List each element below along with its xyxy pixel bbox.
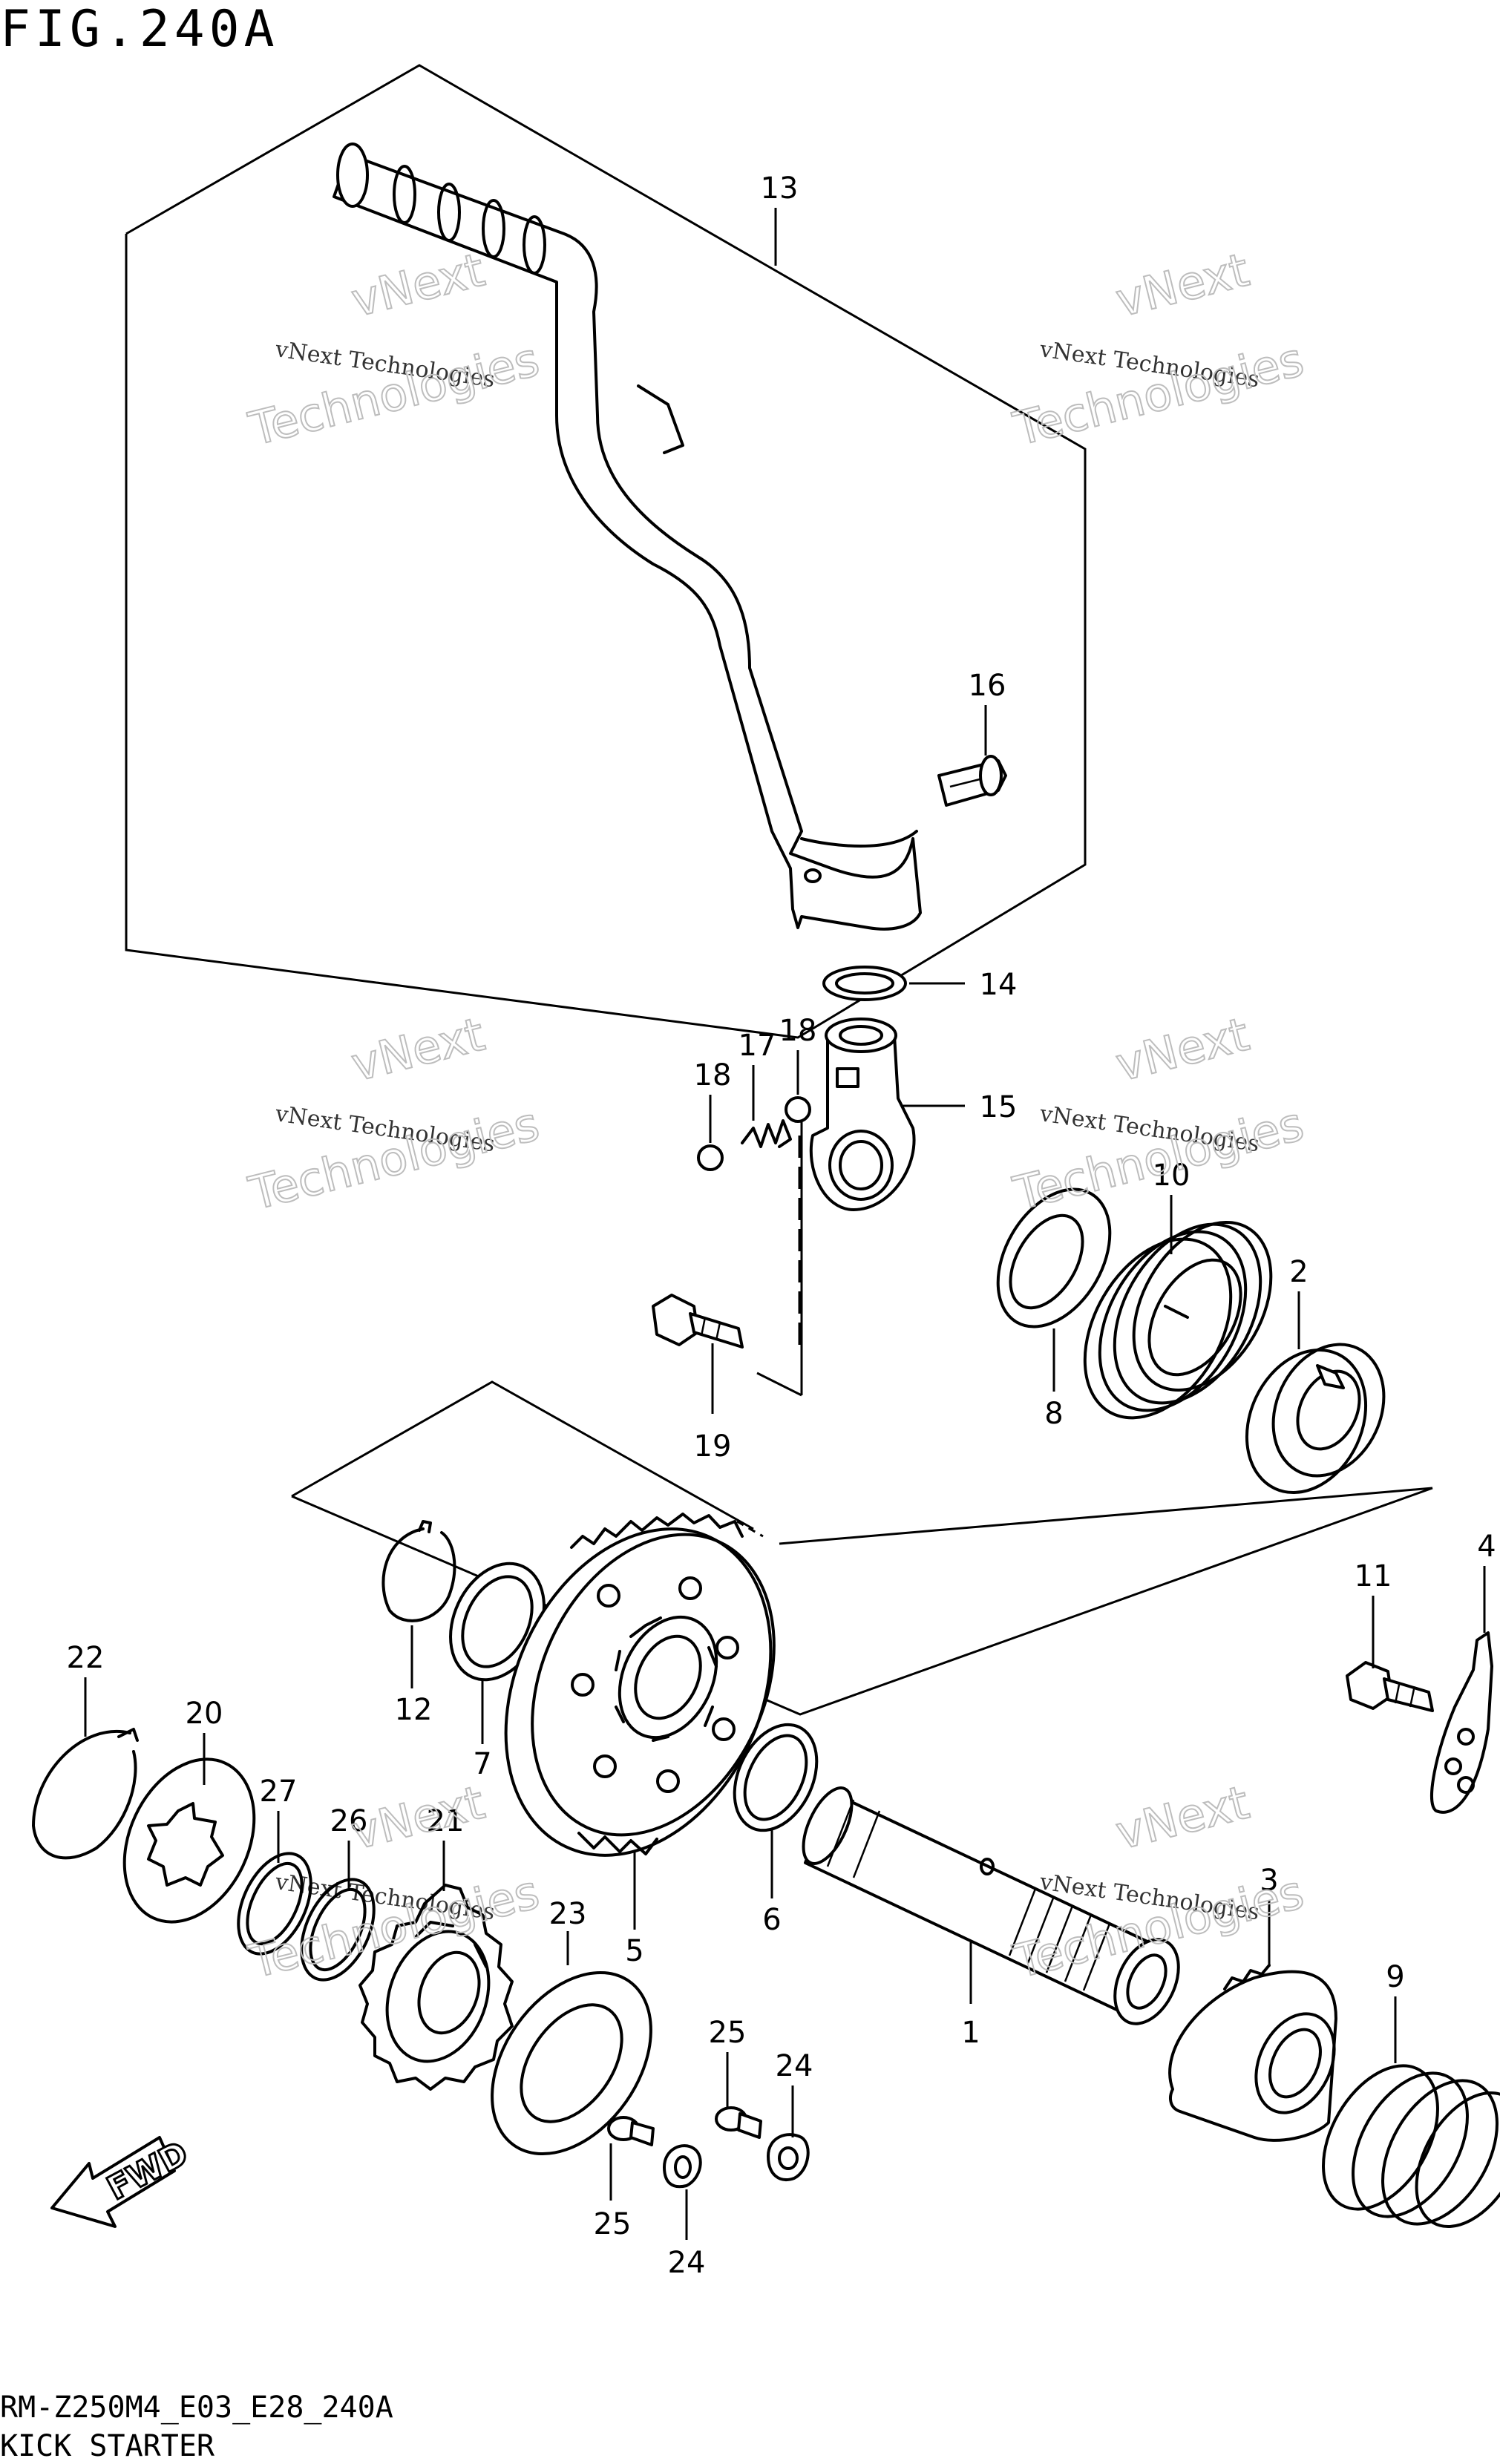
watermark-1: vNext Technologies vNext Technologies [243, 242, 545, 457]
stopper-plate-4 [1430, 1631, 1493, 1814]
callout-labels: 1 2 3 4 5 6 7 8 9 10 11 12 13 14 15 16 1… [67, 171, 1496, 2280]
fwd-direction-marker: FWD [50, 2133, 195, 2228]
spring-9 [1322, 2064, 1500, 2229]
callout-10: 10 [1153, 1159, 1190, 1193]
callout-8: 8 [1044, 1397, 1063, 1431]
pin-guide-24-right [767, 2133, 810, 2181]
callout-16: 16 [969, 669, 1006, 703]
washer-7 [449, 1562, 546, 1682]
callout-1: 1 [961, 2016, 980, 2050]
kick-drive-gear-5 [504, 1513, 776, 1857]
callout-22: 22 [67, 1641, 105, 1675]
callout-4: 4 [1477, 1530, 1496, 1564]
kick-idle-gear-21 [358, 1884, 514, 2091]
callout-14: 14 [980, 968, 1018, 1002]
callout-26: 26 [330, 1804, 368, 1838]
callout-2: 2 [1289, 1255, 1308, 1289]
callout-7: 7 [473, 1747, 491, 1781]
callout-15: 15 [980, 1090, 1018, 1124]
section-name: KICK STARTER [0, 2429, 214, 2463]
callout-27: 27 [260, 1775, 298, 1809]
washer-26 [300, 1878, 376, 1982]
kick-boss-15 [809, 1018, 916, 1211]
callout-20: 20 [186, 1697, 223, 1731]
svg-text:vNext: vNext [346, 243, 489, 328]
svg-text:vNext: vNext [346, 1775, 489, 1861]
callout-24b: 24 [668, 2246, 706, 2280]
callout-18b: 18 [779, 1014, 817, 1048]
callout-19: 19 [694, 1429, 732, 1464]
pin-guide-24-left [663, 2144, 702, 2189]
ball-18-left [697, 1144, 724, 1171]
screw-25-left [607, 2116, 655, 2146]
spring-17 [741, 1119, 792, 1148]
arrow-left-icon [50, 2136, 176, 2228]
washer-27 [237, 1852, 312, 1956]
o-ring-14 [822, 966, 907, 1001]
callout-24a: 24 [776, 2049, 813, 2083]
svg-text:vNext: vNext [1110, 1007, 1254, 1092]
leader-lines [84, 208, 1486, 2240]
figure-title: FIG.240A [0, 0, 279, 59]
return-spring-10 [1083, 1221, 1273, 1420]
circlip-12 [381, 1520, 456, 1622]
callout-12: 12 [395, 1693, 433, 1727]
callout-21: 21 [427, 1804, 465, 1838]
callout-23: 23 [549, 1897, 587, 1931]
bolt-11 [1346, 1661, 1434, 1712]
svg-text:vNext: vNext [1110, 243, 1254, 328]
callout-5: 5 [625, 1934, 643, 1968]
ball-18-right [785, 1096, 811, 1123]
callout-9: 9 [1386, 1960, 1404, 1994]
callout-11: 11 [1355, 1559, 1392, 1593]
kick-lever-assembly-frame [125, 64, 1087, 1039]
bolt-16 [937, 755, 1007, 807]
screw-25-right [715, 2106, 762, 2139]
watermark-2: vNext Technologies vNext Technologies [1007, 242, 1309, 457]
oil-seal-8 [996, 1187, 1112, 1328]
kick-ratchet-3 [1168, 1964, 1337, 2142]
retainer-plate-20 [122, 1757, 256, 1924]
guide-2 [1245, 1343, 1386, 1495]
svg-text:vNext: vNext [346, 1007, 489, 1092]
callout-18a: 18 [694, 1058, 732, 1092]
model-code: RM-Z250M4_E03_E28_240A [0, 2391, 393, 2425]
callout-17: 17 [738, 1029, 776, 1063]
callout-25a: 25 [709, 2016, 747, 2050]
bolt-19 [652, 1294, 744, 1349]
callout-13: 13 [761, 171, 799, 206]
watermark-3: vNext Technologies vNext Technologies [243, 1006, 545, 1222]
kick-starter-shaft-1 [802, 1786, 1180, 2025]
callout-3: 3 [1260, 1864, 1278, 1898]
kick-starter-lever [333, 142, 922, 931]
washer-6 [733, 1723, 819, 1832]
callout-25b: 25 [594, 2207, 632, 2241]
circlip-22 [32, 1728, 139, 1860]
callout-6: 6 [762, 1903, 781, 1937]
kick-shaft-assembly-frame [291, 1113, 1433, 1716]
thrust-washer-23 [491, 1970, 652, 2156]
svg-text:vNext: vNext [1110, 1775, 1254, 1861]
